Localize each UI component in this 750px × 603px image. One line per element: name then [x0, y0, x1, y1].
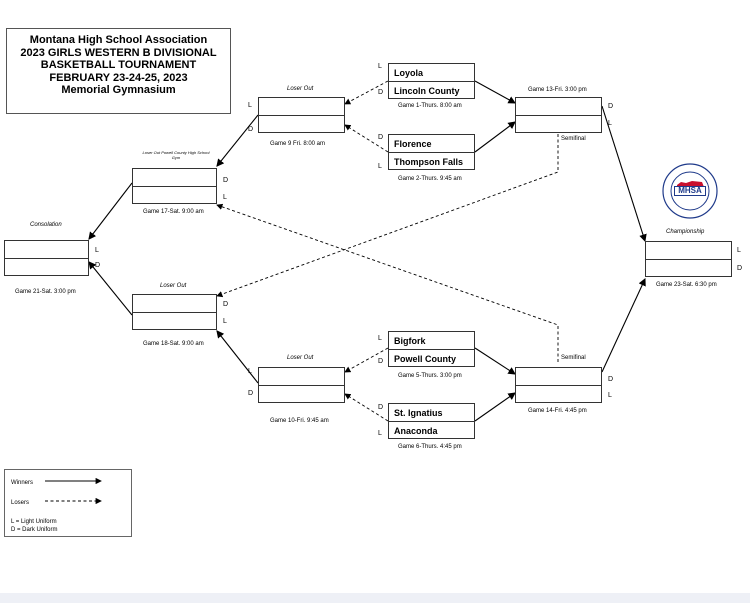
uniform-label: L — [737, 247, 741, 254]
game-10-label: Game 10-Fri. 9:45 am — [270, 418, 329, 424]
title-line-4: FEBRUARY 23-24-25, 2023 — [49, 71, 188, 84]
uniform-label: L — [378, 63, 382, 70]
uniform-label: L — [95, 247, 99, 254]
game-21-box — [4, 240, 89, 276]
uniform-label: L — [608, 120, 612, 127]
uniform-label: L — [248, 368, 252, 375]
uniform-label: D — [378, 89, 384, 96]
game-17-loser-out-powell: Loser Out Powell County High School Gym — [142, 150, 210, 160]
uniform-label: L — [223, 318, 227, 325]
uniform-label: D — [223, 177, 229, 184]
uniform-label: D — [737, 265, 743, 272]
team-anaconda: Anaconda — [394, 426, 438, 436]
championship-label: Championship — [666, 229, 705, 235]
game-17-box — [132, 168, 217, 204]
game-6-box: St. Ignatius Anaconda — [388, 403, 475, 439]
game-13-label: Game 13-Fri. 3:00 pm — [528, 87, 587, 93]
team-powell-county: Powell County — [394, 354, 457, 364]
title-line-2: 2023 GIRLS WESTERN B DIVISIONAL — [20, 46, 217, 59]
uniform-label: D — [608, 103, 614, 110]
legend-winners: Winners — [11, 480, 34, 486]
legend-box: Winners Losers L = Light Uniform D = Dar… — [4, 469, 132, 537]
game-18-box — [132, 294, 217, 330]
title-line-1: Montana High School Association — [29, 34, 208, 46]
game-18-label: Game 18-Sat. 9:00 am — [143, 341, 204, 347]
uniform-label: L — [378, 335, 382, 342]
game-13-semifinal: Semifinal — [561, 136, 586, 142]
uniform-label: D — [248, 126, 254, 133]
title-line-3: BASKETBALL TOURNAMENT — [40, 59, 197, 71]
game-2-box: Florence Thompson Falls — [388, 134, 475, 170]
uniform-label: D — [608, 376, 614, 383]
team-florence: Florence — [394, 139, 432, 149]
game-23-label: Game 23-Sat. 6:30 pm — [656, 282, 717, 288]
game-2-label: Game 2-Thurs. 9:45 am — [398, 176, 462, 182]
team-bigfork: Bigfork — [394, 336, 426, 346]
title-line-5: Memorial Gymnasium — [61, 84, 176, 96]
uniform-label: D — [248, 390, 254, 397]
legend-dark: D = Dark Uniform — [11, 527, 58, 533]
game-18-loser-out: Loser Out — [160, 283, 187, 289]
mhsa-logo-text: MHSA — [674, 186, 706, 196]
uniform-label: L — [248, 102, 252, 109]
legend-light: L = Light Uniform — [11, 519, 57, 525]
tournament-title-box: Montana High School Association 2023 GIR… — [6, 28, 231, 114]
game-17-label: Game 17-Sat. 9:00 am — [143, 209, 204, 215]
team-st-ignatius: St. Ignatius — [394, 408, 443, 418]
game-10-box — [258, 367, 345, 403]
consolation-label: Consolation — [30, 222, 62, 228]
footer-bar — [0, 593, 750, 603]
game-23-box — [645, 241, 732, 277]
game-13-box — [515, 97, 602, 133]
game-14-semifinal: Semifinal — [561, 355, 586, 361]
game-21-label: Game 21-Sat. 3:00 pm — [15, 289, 76, 295]
team-thompson-falls: Thompson Falls — [394, 157, 464, 167]
uniform-label: L — [378, 163, 382, 170]
game-9-box — [258, 97, 345, 133]
game-1-label: Game 1-Thurs. 8:00 am — [398, 103, 462, 109]
game-9-label: Game 9 Fri. 8:00 am — [270, 141, 326, 147]
uniform-label: D — [378, 358, 384, 365]
game-5-label: Game 5-Thurs. 3:00 pm — [398, 373, 462, 379]
uniform-label: L — [223, 194, 227, 201]
uniform-label: D — [378, 134, 384, 141]
game-1-box: Loyola Lincoln County — [388, 63, 475, 99]
game-14-label: Game 14-Fri. 4:45 pm — [528, 408, 587, 414]
uniform-label: D — [95, 262, 101, 269]
uniform-label: L — [608, 392, 612, 399]
team-lincoln-county: Lincoln County — [394, 86, 460, 96]
mhsa-logo: MHSA — [662, 163, 718, 219]
uniform-label: D — [223, 301, 229, 308]
team-loyola: Loyola — [394, 68, 424, 78]
game-10-loser-out: Loser Out — [287, 355, 314, 361]
legend-losers: Losers — [11, 500, 30, 506]
game-5-box: Bigfork Powell County — [388, 331, 475, 367]
uniform-label: D — [378, 404, 384, 411]
game-6-label: Game 6-Thurs. 4:45 pm — [398, 444, 462, 450]
game-14-box — [515, 367, 602, 403]
uniform-label: L — [378, 430, 382, 437]
game-9-loser-out: Loser Out — [287, 86, 314, 92]
